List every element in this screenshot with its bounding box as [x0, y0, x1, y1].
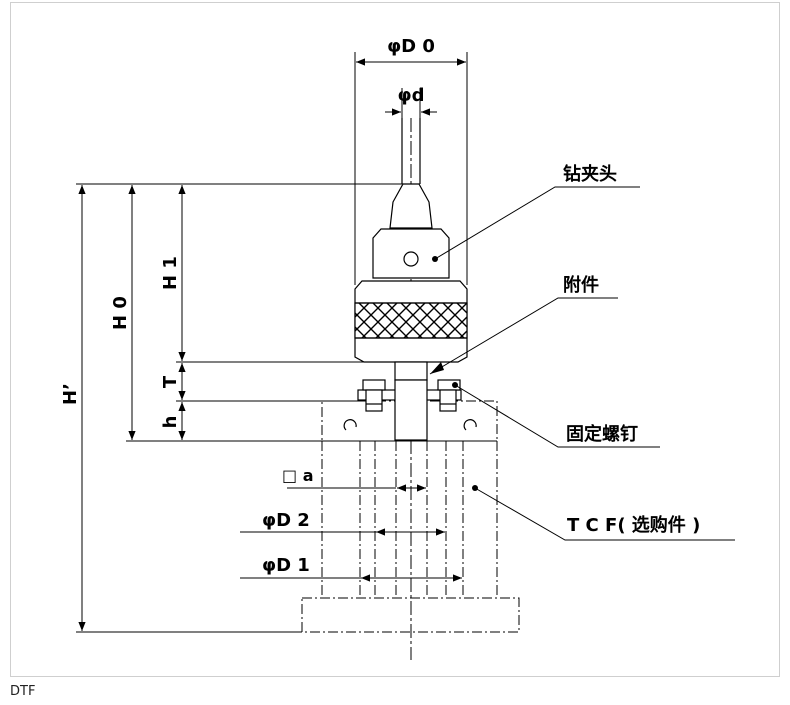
label-phi-D0: φD 0 [387, 36, 435, 57]
drill-shank [401, 118, 421, 184]
label-attachment: 附件 [563, 274, 599, 296]
drawing-frame [10, 2, 780, 677]
label-H1: H 1 [160, 256, 181, 290]
leader-dots [432, 256, 478, 491]
label-drill-chuck: 钻夹头 [563, 163, 617, 185]
figure-caption: DTF [10, 684, 36, 699]
label-phi-D1: φD 1 [262, 555, 310, 576]
attachment [357, 361, 462, 441]
tcf-unit-outline [301, 400, 520, 633]
drill-chuck [354, 183, 468, 363]
label-T: T [160, 375, 181, 388]
base-screws [343, 419, 477, 431]
label-square-a: □ a [282, 466, 313, 485]
attachment-arrowhead [430, 362, 444, 374]
label-tcf: T C F( 选购件 ) [567, 514, 700, 536]
label-fixing-screw: 固定螺钉 [566, 423, 638, 445]
leader-lines [429, 186, 735, 541]
label-phi-d: φd [398, 85, 425, 106]
extension-lines [76, 52, 497, 633]
dimension-lines [78, 58, 466, 631]
label-phi-D2: φD 2 [262, 510, 310, 531]
label-H-prime: H’ [60, 383, 81, 405]
label-H0: H 0 [110, 296, 131, 330]
label-h: h [160, 416, 181, 429]
